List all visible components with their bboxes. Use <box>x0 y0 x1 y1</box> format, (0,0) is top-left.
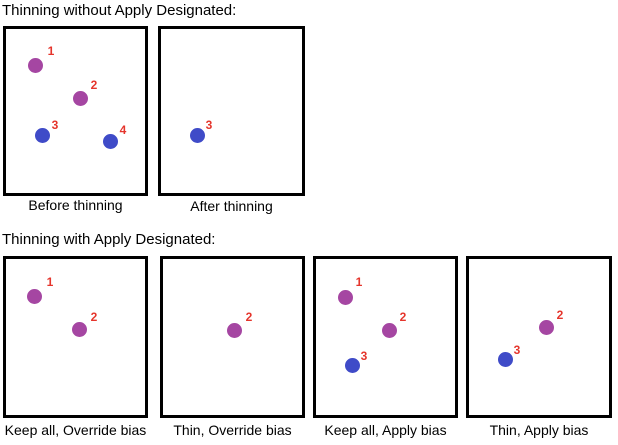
purple-point-marker <box>71 321 87 337</box>
section-title-with-apply-designated: Thinning with Apply Designated: <box>2 231 216 248</box>
purple-point-marker <box>337 289 353 305</box>
caption-keep-all-override-bias: Keep all, Override bias <box>4 422 147 438</box>
blue-point-marker <box>344 357 360 373</box>
blue-point-marker <box>189 127 205 143</box>
point-number-label: 4 <box>119 123 127 137</box>
purple-point-marker <box>226 322 242 338</box>
point-number-label: 3 <box>513 343 521 357</box>
point-number-label: 3 <box>360 349 368 363</box>
point-number-label: 1 <box>46 275 54 289</box>
blue-point-marker <box>102 133 118 149</box>
point-number-label: 2 <box>399 310 407 324</box>
caption-keep-all-apply-bias: Keep all, Apply bias <box>324 422 447 438</box>
section-title-without-apply-designated: Thinning without Apply Designated: <box>2 2 237 19</box>
caption-thin-override-bias: Thin, Override bias <box>173 422 292 438</box>
panel-keep-all-apply-bias: 1 2 3 <box>313 256 458 418</box>
point-number-label: 2 <box>90 78 98 92</box>
blue-point-marker <box>497 351 513 367</box>
point-number-label: 3 <box>205 118 213 132</box>
point-number-label: 2 <box>245 310 253 324</box>
panel-after-thinning: 3 <box>158 26 305 196</box>
caption-before-thinning: Before thinning <box>28 197 123 213</box>
point-number-label: 1 <box>47 44 55 58</box>
point-number-label: 1 <box>355 275 363 289</box>
purple-point-marker <box>538 319 554 335</box>
blue-point-marker <box>34 127 50 143</box>
panel-before-thinning: 1 2 3 4 <box>3 26 148 196</box>
panel-thin-override-bias: 2 <box>160 256 305 418</box>
point-number-label: 3 <box>51 118 59 132</box>
caption-thin-apply-bias: Thin, Apply bias <box>489 422 589 438</box>
point-number-label: 2 <box>90 310 98 324</box>
purple-point-marker <box>381 322 397 338</box>
caption-after-thinning: After thinning <box>190 198 273 214</box>
purple-point-marker <box>27 57 43 73</box>
purple-point-marker <box>72 90 88 106</box>
point-number-label: 2 <box>556 308 564 322</box>
purple-point-marker <box>26 288 42 304</box>
